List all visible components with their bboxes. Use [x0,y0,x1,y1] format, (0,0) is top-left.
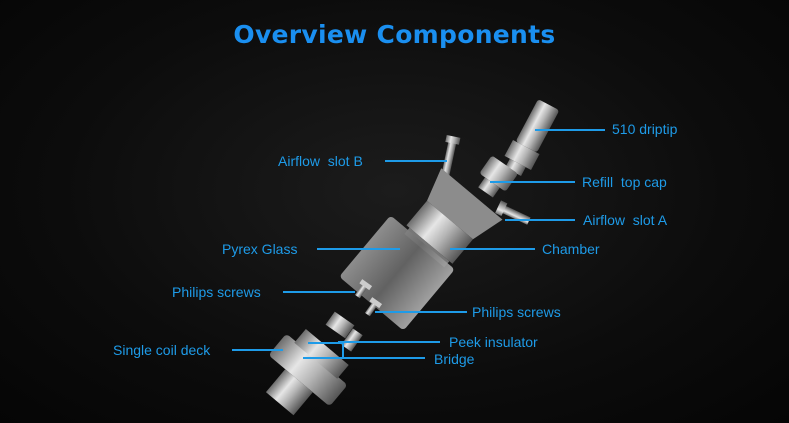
label-airflow-slot-b: Airflow slot B [278,153,363,169]
philips-screw-part [364,297,383,317]
label-pyrex-glass: Pyrex Glass [222,241,298,257]
label-philips-screws-right: Philips screws [472,304,561,320]
label-bridge: Bridge [434,351,475,367]
leader-lines [232,129,605,359]
single-coil-deck-part [265,329,349,416]
label-510-driptip: 510 driptip [612,121,678,137]
pyrex-glass-part [340,216,454,330]
label-single-coil-deck: Single coil deck [113,342,211,358]
label-chamber: Chamber [542,241,600,257]
philips-screw-part [354,279,373,299]
label-refill-top-cap: Refill top cap [582,174,667,190]
peek-insulator-part [325,311,355,339]
page-title: Overview Components [233,20,556,49]
airflow-slot-b-part [441,135,461,177]
driptip-part [504,100,559,177]
label-philips-screws-left: Philips screws [172,284,261,300]
label-airflow-slot-a: Airflow slot A [583,212,668,228]
airflow-slot-a-part [495,200,531,225]
label-peek-insulator: Peek insulator [449,334,538,350]
bridge-part [341,328,363,352]
